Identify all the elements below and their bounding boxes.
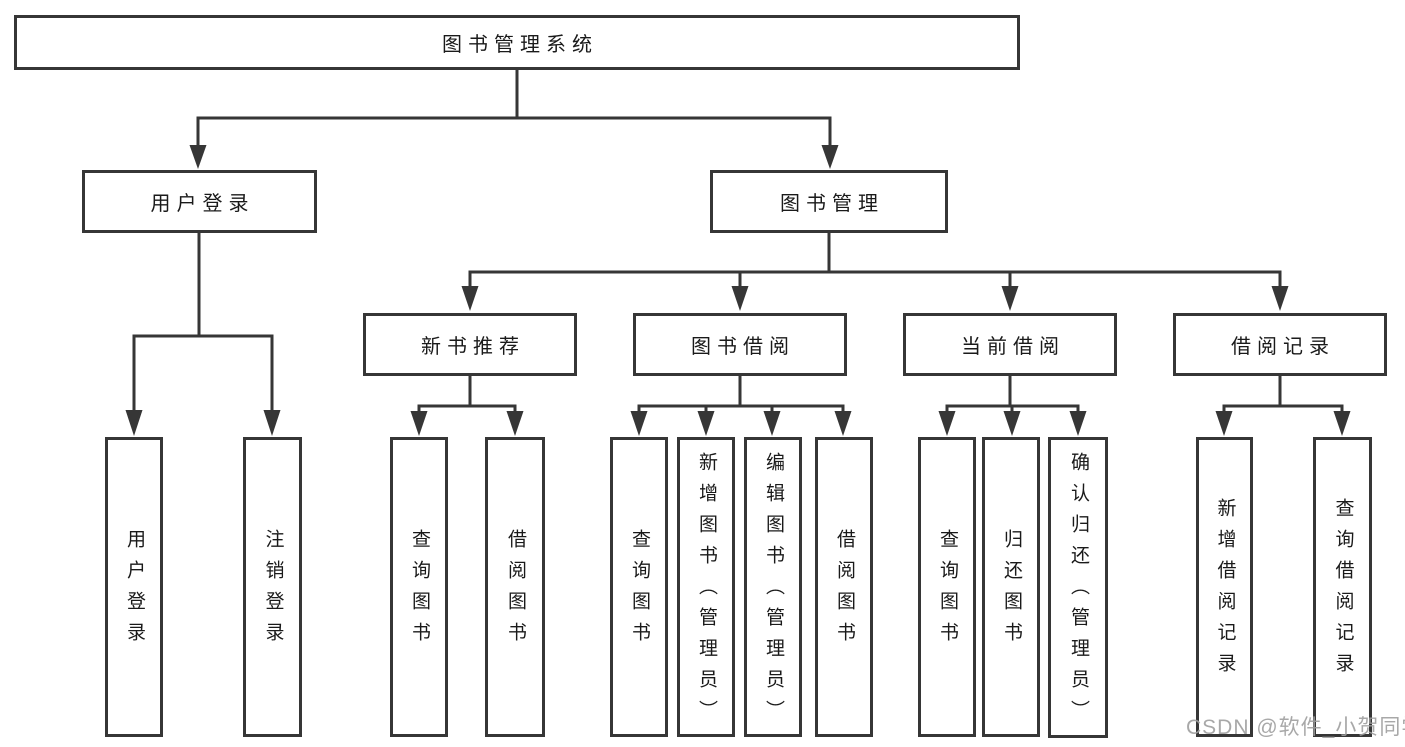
leaf-add-book-admin: 新增图书（管理员） xyxy=(677,437,735,737)
node-label: 当前借阅 xyxy=(961,336,1065,358)
node-label: 查询借阅记录 xyxy=(1332,498,1354,684)
leaf-edit-book-admin: 编辑图书（管理员） xyxy=(744,437,802,737)
node-label: 新增借阅记录 xyxy=(1214,498,1236,684)
node-label: 新书推荐 xyxy=(421,336,525,358)
edge-root-to-level2 xyxy=(189,68,839,169)
node-label: 归还图书 xyxy=(1000,529,1022,653)
leaf-query-books-recommend: 查询图书 xyxy=(390,437,448,737)
watermark: CSDN @软件_小贺同学 xyxy=(1186,716,1405,739)
node-book-management: 图书管理 xyxy=(710,170,948,233)
leaf-user-login: 用户登录 xyxy=(105,437,163,737)
leaf-return-books: 归还图书 xyxy=(982,437,1040,737)
leaf-add-borrow-record: 新增借阅记录 xyxy=(1196,437,1253,737)
node-label: 用户登录 xyxy=(150,193,255,215)
node-label: 注销登录 xyxy=(262,529,284,653)
node-root: 图书管理系统 xyxy=(14,15,1020,70)
node-user-login: 用户登录 xyxy=(82,170,317,233)
node-label: 图书借阅 xyxy=(691,336,795,358)
edge-borrow-records-to-leaves xyxy=(1215,374,1351,436)
leaf-query-books-borrow: 查询图书 xyxy=(610,437,668,737)
leaf-query-books-current: 查询图书 xyxy=(918,437,976,737)
edge-book-borrow-to-leaves xyxy=(630,374,852,436)
node-label: 图书管理系统 xyxy=(442,34,598,56)
leaf-logout: 注销登录 xyxy=(243,437,302,737)
node-label: 确认归还（管理员） xyxy=(1067,452,1089,731)
node-label: 借阅记录 xyxy=(1231,336,1335,358)
node-label: 新增图书（管理员） xyxy=(695,451,717,731)
edge-new-book-recommend-to-leaves xyxy=(410,374,524,436)
edge-current-borrow-to-leaves xyxy=(938,374,1087,436)
leaf-borrow-books: 借阅图书 xyxy=(815,437,873,737)
node-label: 查询图书 xyxy=(936,529,958,653)
node-label: 查询图书 xyxy=(628,529,650,653)
node-book-borrow: 图书借阅 xyxy=(633,313,847,376)
node-label: 编辑图书（管理员） xyxy=(762,451,784,731)
node-label: 借阅图书 xyxy=(833,529,855,653)
node-borrow-records: 借阅记录 xyxy=(1173,313,1387,376)
leaf-query-borrow-record: 查询借阅记录 xyxy=(1313,437,1372,737)
leaf-borrow-books-recommend: 借阅图书 xyxy=(485,437,545,737)
node-current-borrow: 当前借阅 xyxy=(903,313,1117,376)
edge-book-management-to-level3 xyxy=(461,231,1289,311)
leaf-confirm-return-admin: 确认归还（管理员） xyxy=(1048,437,1108,738)
node-label: 借阅图书 xyxy=(504,529,526,653)
node-label: 图书管理 xyxy=(780,193,884,215)
node-new-book-recommend: 新书推荐 xyxy=(363,313,577,376)
edge-user-login-to-leaves xyxy=(125,231,281,436)
node-label: 查询图书 xyxy=(408,529,430,653)
node-label: 用户登录 xyxy=(123,529,145,653)
